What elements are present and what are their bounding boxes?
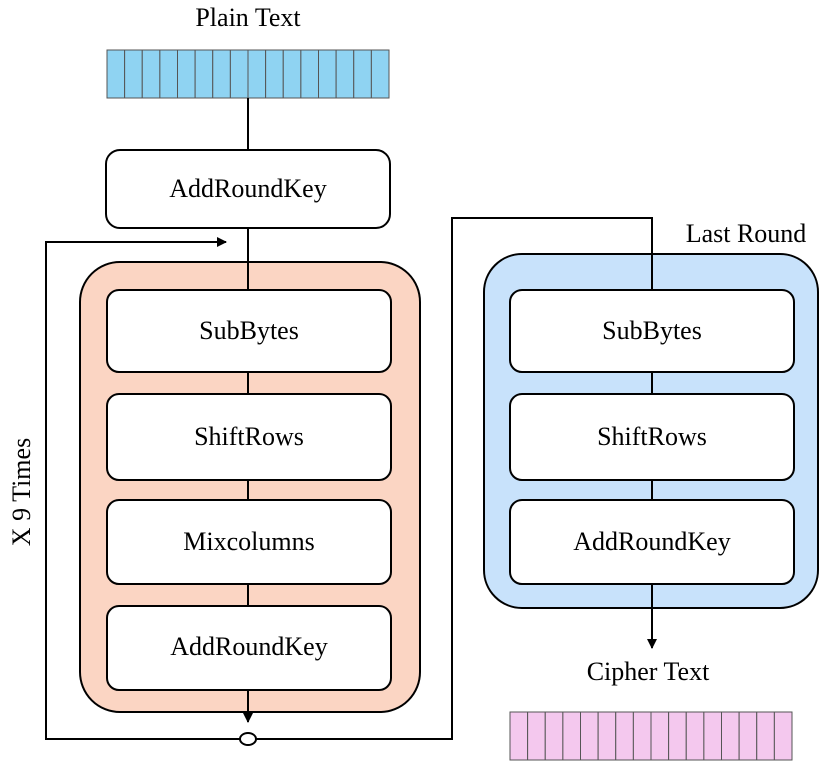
ciphertext-cell — [509, 711, 529, 761]
plaintext-cell — [300, 49, 319, 99]
loop-back-path — [45, 237, 240, 740]
round-steps: SubBytes ShiftRows Mixcolumns AddRoundKe… — [106, 289, 392, 691]
ciphertext-cell — [580, 711, 599, 761]
last-step-addroundkey-label: AddRoundKey — [573, 527, 730, 556]
ciphertext-cell — [597, 711, 617, 761]
last-step-subbytes-label: SubBytes — [602, 316, 702, 345]
plaintext-cell — [177, 49, 196, 99]
plaintext-block — [106, 49, 390, 99]
plaintext-cell — [106, 49, 126, 99]
round-container — [79, 261, 421, 713]
round-step-subbytes-box — [106, 289, 392, 373]
path-to-last-round — [256, 217, 653, 740]
round-step-shiftrows-box — [106, 393, 392, 481]
last-step-subbytes-box — [509, 289, 795, 373]
plaintext-cell — [141, 49, 161, 99]
plaintext-cell — [282, 49, 302, 99]
ciphertext-cell — [544, 711, 564, 761]
ciphertext-cell — [615, 711, 634, 761]
round-step-subbytes-label: SubBytes — [199, 316, 299, 345]
ciphertext-cell — [756, 711, 775, 761]
repeat-count-label: X 9 Times — [7, 438, 36, 546]
round-step-shiftrows-label: ShiftRows — [194, 422, 304, 451]
round-step-mixcolumns-box — [106, 499, 392, 585]
ciphertext-cell — [703, 711, 722, 761]
initial-addroundkey-label: AddRoundKey — [169, 174, 326, 203]
plaintext-cell — [265, 49, 284, 99]
junction-node — [239, 732, 257, 746]
plaintext-cell — [318, 49, 337, 99]
ciphertext-cell — [562, 711, 581, 761]
plaintext-cell — [353, 49, 372, 99]
plaintext-cell — [335, 49, 355, 99]
plaintext-cell — [194, 49, 214, 99]
ciphertext-block — [509, 711, 793, 761]
cipher-text-label: Cipher Text — [587, 657, 710, 686]
ciphertext-cell — [773, 711, 793, 761]
ciphertext-cell — [527, 711, 546, 761]
last-round-label: Last Round — [686, 219, 807, 248]
last-step-shiftrows-label: ShiftRows — [597, 422, 707, 451]
ciphertext-cell — [668, 711, 687, 761]
plaintext-cell — [124, 49, 143, 99]
ciphertext-cell — [721, 711, 740, 761]
last-round-steps: SubBytes ShiftRows AddRoundKey — [509, 289, 795, 585]
round-step-mixcolumns-label: Mixcolumns — [183, 527, 314, 556]
ciphertext-cell — [650, 711, 670, 761]
plaintext-cell — [212, 49, 231, 99]
ciphertext-cell — [685, 711, 705, 761]
plain-text-label: Plain Text — [195, 3, 301, 32]
plaintext-cell — [159, 49, 178, 99]
plaintext-cell — [247, 49, 267, 99]
plaintext-cell — [229, 49, 249, 99]
plaintext-cell — [370, 49, 390, 99]
ciphertext-cell — [738, 711, 758, 761]
ciphertext-cell — [632, 711, 652, 761]
last-step-shiftrows-box — [509, 393, 795, 481]
round-step-addroundkey-label: AddRoundKey — [170, 632, 327, 661]
